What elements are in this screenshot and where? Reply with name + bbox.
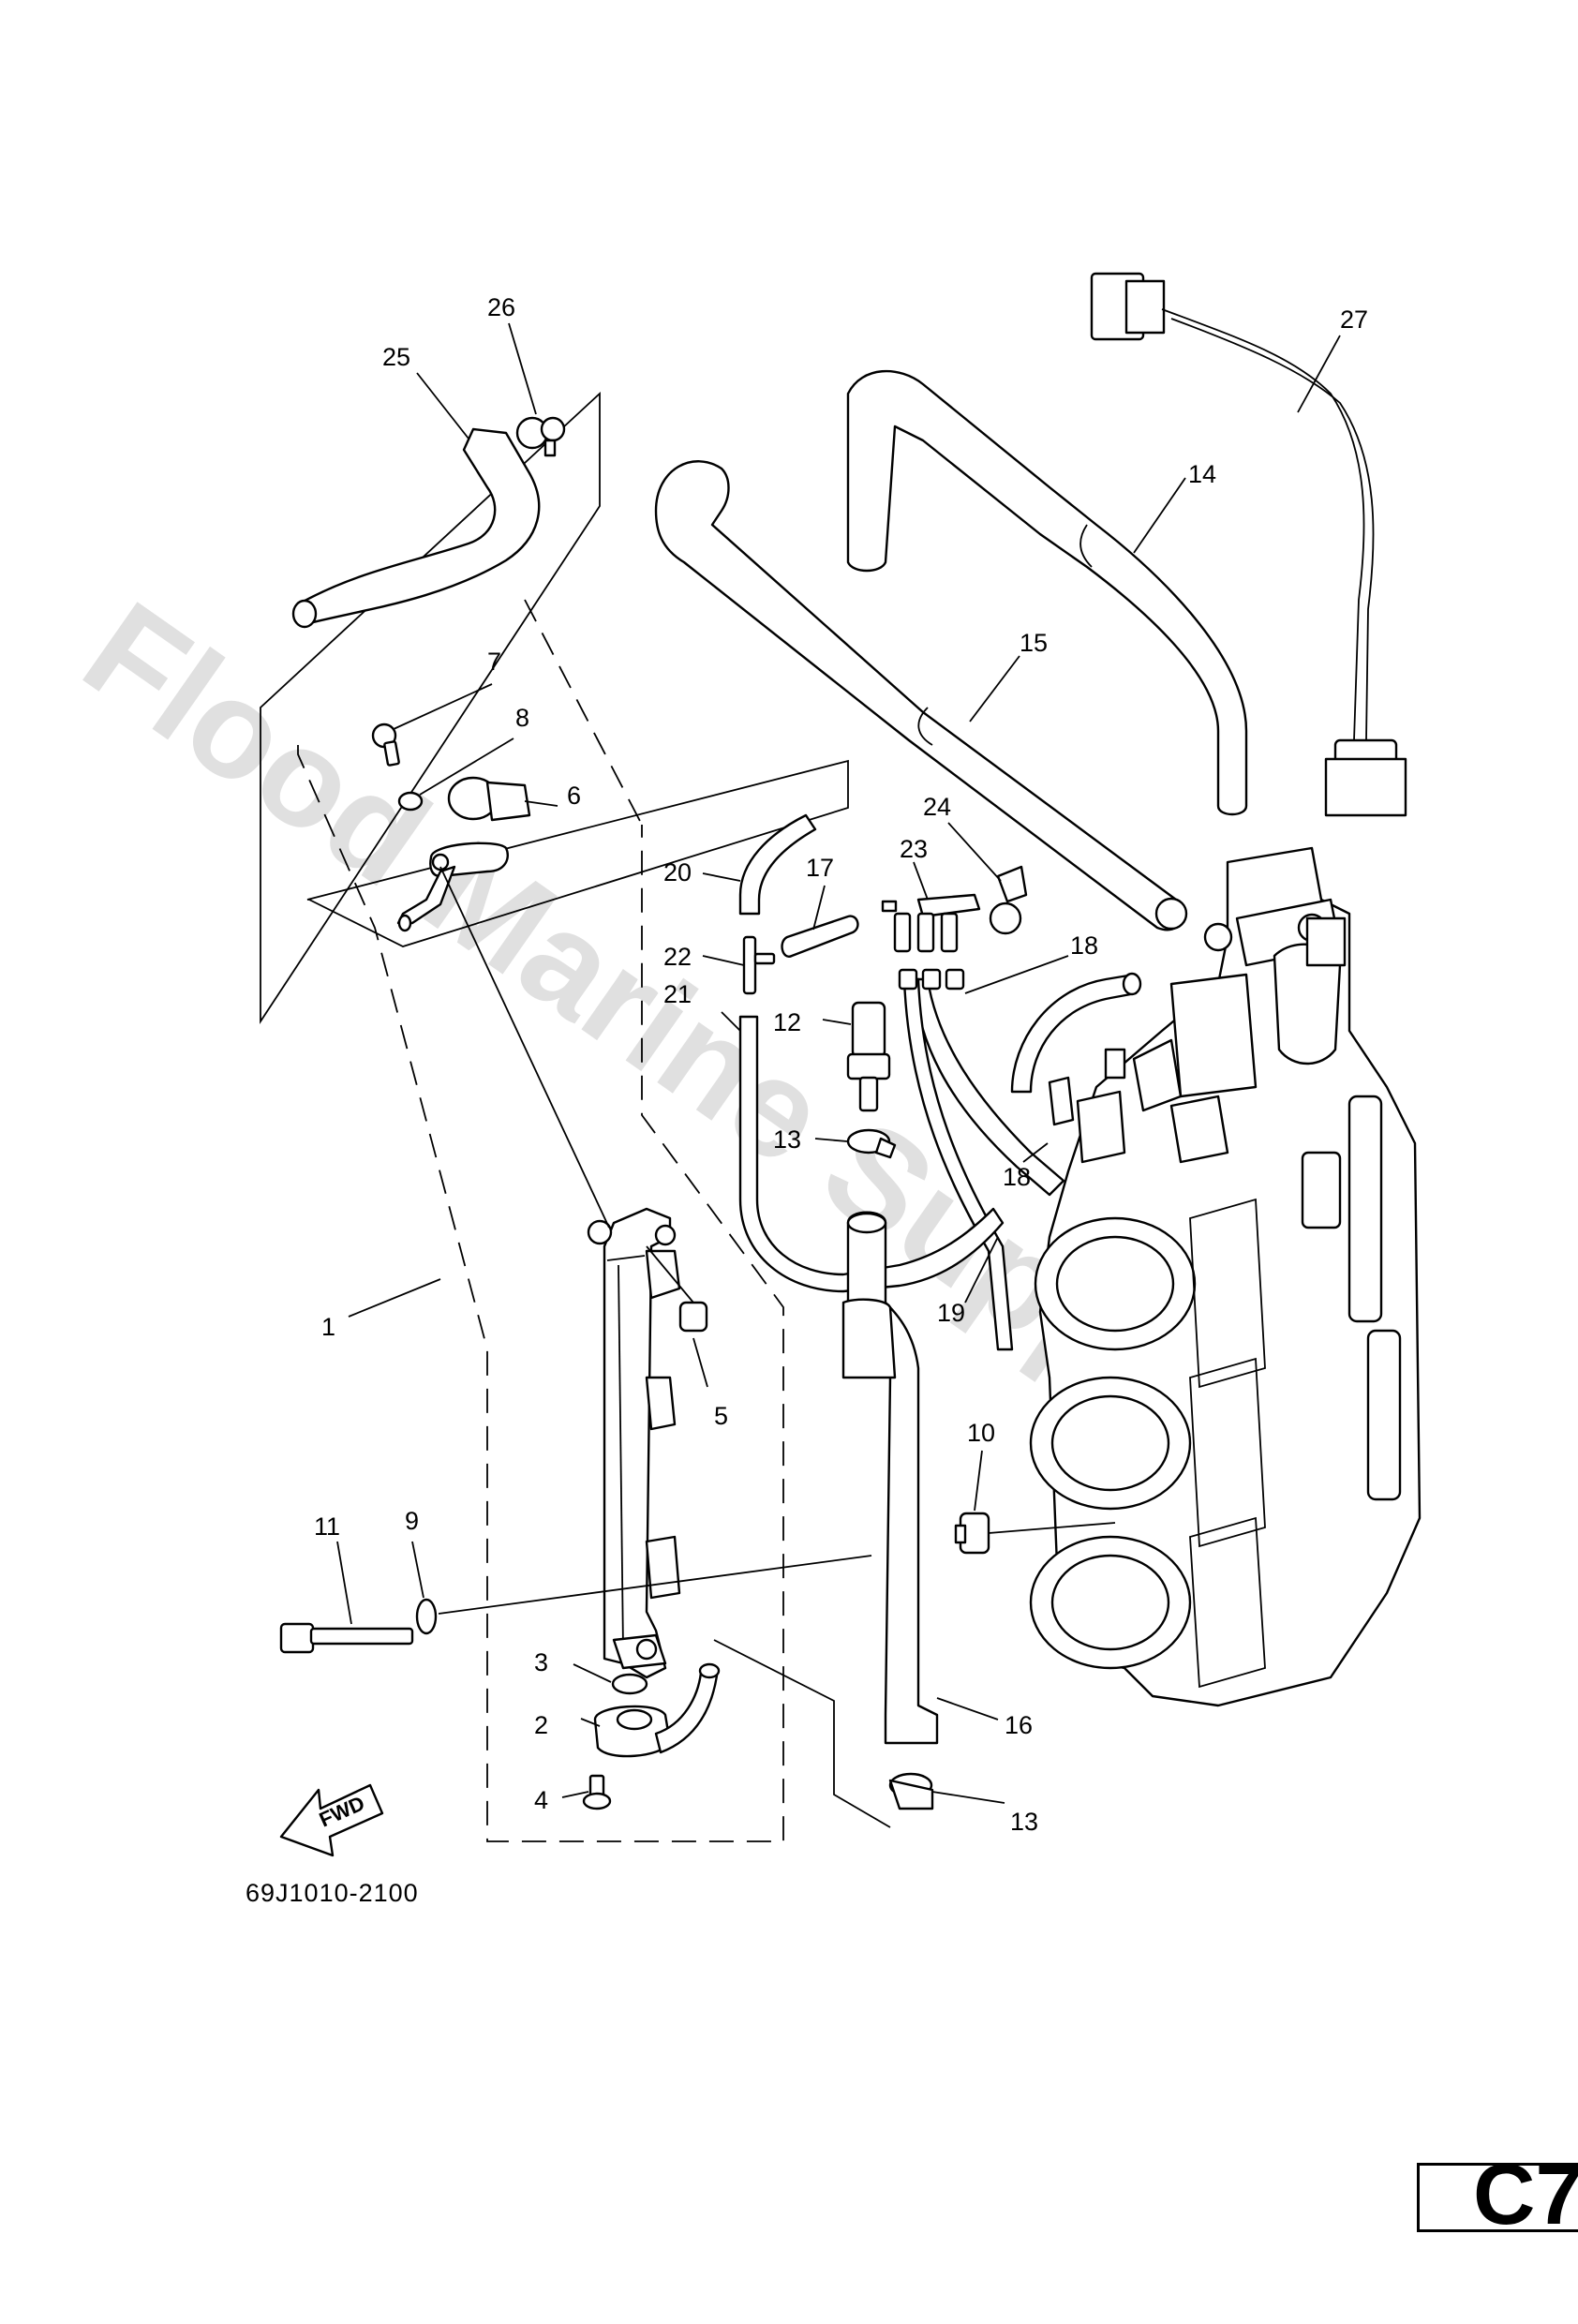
callout-4: 4 [534, 1786, 548, 1814]
callout-20: 20 [663, 858, 692, 886]
callout-numbers: 1 2 3 4 5 6 7 8 9 10 11 12 13 13 14 15 1… [314, 293, 1368, 1836]
part-2-fuel-joint [593, 1662, 721, 1758]
part-23-joint [881, 893, 981, 953]
part-14-hose [846, 369, 1248, 816]
callout-12: 12 [773, 1008, 801, 1036]
callout-7: 7 [487, 648, 501, 676]
callout-13-lower: 13 [1010, 1808, 1038, 1836]
panel-outline-13-lower [713, 1639, 891, 1828]
callout-19: 19 [937, 1299, 965, 1327]
part-8-o-ring [397, 791, 424, 812]
callout-26: 26 [487, 293, 515, 321]
diagram-code: 69J1010-2100 [246, 1879, 419, 1907]
callout-6: 6 [567, 782, 581, 810]
part-7-screw [371, 723, 400, 767]
part-17-hose [781, 915, 859, 958]
part-27-wire-harness [1090, 272, 1407, 817]
part-3-o-ring [611, 1673, 648, 1695]
part-5-cap [646, 1245, 708, 1333]
part-18-hoses [912, 972, 1142, 1197]
callout-8: 8 [515, 704, 529, 732]
part-1-fuel-rail [587, 1207, 681, 1679]
panel-outline-6 [306, 759, 849, 947]
part-12-check-valve [846, 1001, 891, 1112]
page-reference-box [1417, 2163, 1578, 2232]
fwd-arrow-icon: FWD [279, 1783, 384, 1857]
callout-27: 27 [1340, 305, 1368, 334]
panel-outline-25 [260, 391, 601, 1025]
part-22-joint [742, 935, 776, 995]
part-10-damper [954, 1512, 990, 1555]
callout-9: 9 [405, 1507, 419, 1535]
callout-1: 1 [321, 1313, 335, 1341]
part-13-clamp-upper [846, 1128, 897, 1159]
part-25-hose [291, 427, 541, 629]
part-20-hose [738, 813, 817, 916]
callout-18-lower: 18 [1003, 1163, 1031, 1191]
callout-2: 2 [534, 1711, 548, 1739]
callout-17: 17 [806, 854, 834, 882]
callout-22: 22 [663, 943, 692, 971]
part-9-washer [415, 1598, 438, 1635]
callout-21: 21 [663, 980, 692, 1008]
part-18-19-tube-stubs [898, 968, 965, 991]
callout-5: 5 [714, 1402, 728, 1430]
callout-15: 15 [1020, 629, 1048, 657]
group-outline-fuel-rail [297, 599, 784, 1842]
callout-14: 14 [1188, 460, 1216, 488]
throttle-body-assembly [1029, 846, 1422, 1707]
part-15-hose [654, 460, 1188, 931]
part-19-hose [902, 977, 1014, 1351]
part-24-clip [989, 865, 1028, 935]
callout-3: 3 [534, 1648, 548, 1676]
callout-leaders [336, 322, 1341, 1804]
part-21-hose [738, 1015, 1005, 1293]
part-11-bolt [279, 1622, 414, 1654]
part-13-clamp-lower [888, 1772, 934, 1810]
callout-23: 23 [900, 835, 928, 863]
callout-11: 11 [314, 1512, 340, 1541]
callout-10: 10 [967, 1419, 995, 1447]
callout-24: 24 [923, 793, 951, 821]
part-26-clip [515, 416, 566, 457]
callout-25: 25 [382, 343, 410, 371]
part-6-regulator [396, 776, 531, 932]
callout-18-upper: 18 [1070, 931, 1098, 960]
part-16-hose [841, 1211, 939, 1745]
callout-13-upper: 13 [773, 1125, 801, 1154]
part-4-screw [582, 1774, 612, 1810]
page-reference: C7 [1473, 2147, 1578, 2242]
callout-16: 16 [1005, 1711, 1033, 1739]
